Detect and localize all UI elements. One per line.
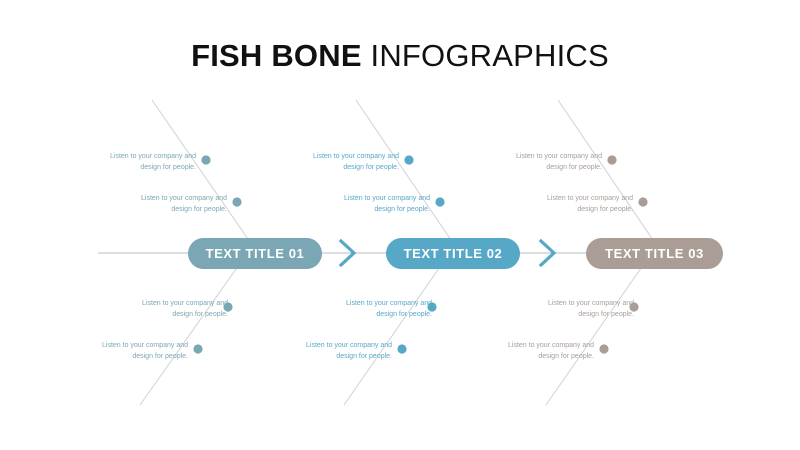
note-3-top-inner: Listen to your company and design for pe… — [547, 195, 633, 213]
chevron-right-icon-1 — [338, 238, 357, 268]
note-2-top-inner: Listen to your company and design for pe… — [344, 195, 430, 213]
note-2-bottom-inner: Listen to your company and design for pe… — [346, 300, 432, 318]
node-pill-1-label: TEXT TITLE 01 — [205, 246, 305, 261]
node-pill-2-label: TEXT TITLE 02 — [403, 246, 503, 261]
note-2-top-outer: Listen to your company and design for pe… — [313, 153, 399, 171]
node-pill-3[interactable]: TEXT TITLE 03 — [586, 238, 723, 269]
page-title: FISH BONE INFOGRAPHICS — [0, 38, 800, 74]
bone-dot-3-top-inner — [638, 197, 648, 207]
node-pill-2[interactable]: TEXT TITLE 02 — [386, 238, 520, 269]
note-1-top-inner: Listen to your company and design for pe… — [141, 195, 227, 213]
bone-dot-2-bottom-inner — [427, 302, 437, 312]
note-3-bottom-outer: Listen to your company and design for pe… — [508, 342, 594, 360]
note-2-bottom-outer: Listen to your company and design for pe… — [306, 342, 392, 360]
bone-dot-3-bottom-outer — [599, 344, 609, 354]
note-1-bottom-inner: Listen to your company and design for pe… — [142, 300, 228, 318]
note-1-top-outer: Listen to your company and design for pe… — [110, 153, 196, 171]
bone-dot-2-top-outer — [404, 155, 414, 165]
bone-dot-2-bottom-outer — [397, 344, 407, 354]
note-3-bottom-inner: Listen to your company and design for pe… — [548, 300, 634, 318]
node-pill-1[interactable]: TEXT TITLE 01 — [188, 238, 322, 269]
bone-dot-3-bottom-inner — [629, 302, 639, 312]
title-bold-part: FISH BONE — [191, 38, 362, 73]
bone-dot-2-top-inner — [435, 197, 445, 207]
bone-dot-3-top-outer — [607, 155, 617, 165]
note-3-top-outer: Listen to your company and design for pe… — [516, 153, 602, 171]
bone-dot-1-bottom-outer — [193, 344, 203, 354]
note-1-bottom-outer: Listen to your company and design for pe… — [102, 342, 188, 360]
node-pill-3-label: TEXT TITLE 03 — [605, 246, 704, 261]
title-light-part: INFOGRAPHICS — [361, 38, 609, 73]
chevron-right-icon-2 — [538, 238, 557, 268]
bone-dot-1-top-outer — [201, 155, 211, 165]
bone-dot-1-bottom-inner — [223, 302, 233, 312]
bone-dot-1-top-inner — [232, 197, 242, 207]
